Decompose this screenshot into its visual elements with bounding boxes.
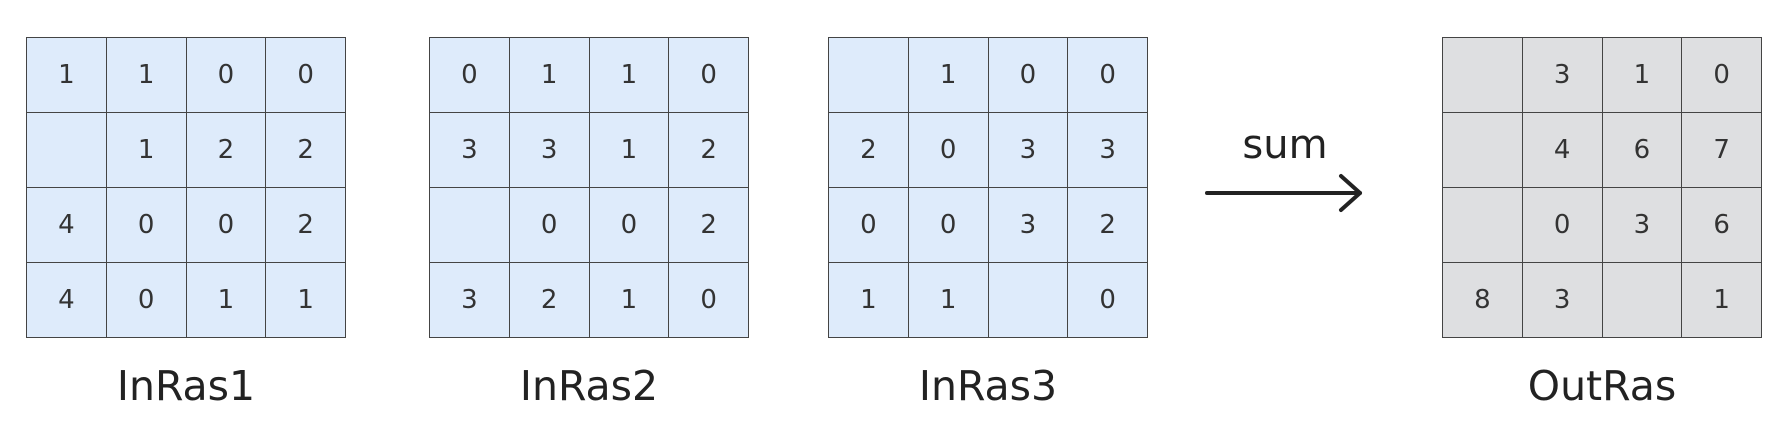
grid-cell: 0 bbox=[509, 188, 590, 263]
raster-inras2: 0 1 1 0 3 3 1 2 0 0 2 3 2 1 0 bbox=[429, 37, 749, 338]
grid-cell bbox=[430, 188, 510, 263]
grid-cell: 1 bbox=[509, 38, 590, 113]
grid-cell: 0 bbox=[589, 188, 670, 263]
grid-cell: 2 bbox=[1068, 188, 1148, 263]
grid-cell: 1 bbox=[908, 38, 989, 113]
raster-inras3: 1 0 0 2 0 3 3 0 0 3 2 1 1 0 bbox=[828, 37, 1148, 338]
grid-cell: 1 bbox=[1682, 263, 1762, 338]
grid-cell: 3 bbox=[1522, 38, 1603, 113]
grid-cell: 3 bbox=[988, 188, 1069, 263]
right-arrow-icon bbox=[1205, 174, 1362, 212]
raster-label-outras: OutRas bbox=[1527, 362, 1677, 410]
grid-cell: 1 bbox=[27, 38, 107, 113]
grid-cell: 0 bbox=[669, 38, 749, 113]
grid-cell: 2 bbox=[669, 188, 749, 263]
raster-grid: 1 0 0 2 0 3 3 0 0 3 2 1 1 0 bbox=[828, 37, 1148, 338]
grid-cell: 0 bbox=[186, 38, 267, 113]
grid-cell bbox=[1443, 38, 1523, 113]
grid-cell: 0 bbox=[106, 188, 187, 263]
grid-cell: 0 bbox=[1068, 38, 1148, 113]
grid-cell: 1 bbox=[589, 263, 670, 338]
grid-cell: 2 bbox=[266, 188, 346, 263]
raster-label-inras3: InRas3 bbox=[918, 362, 1058, 410]
raster-label-inras2: InRas2 bbox=[519, 362, 659, 410]
grid-cell: 0 bbox=[829, 188, 909, 263]
grid-cell bbox=[829, 38, 909, 113]
grid-cell: 3 bbox=[988, 113, 1069, 188]
grid-cell: 3 bbox=[1602, 188, 1683, 263]
raster-grid: 3 1 0 4 6 7 0 3 6 8 3 1 bbox=[1442, 37, 1762, 338]
raster-inras1: 1 1 0 0 1 2 2 4 0 0 2 4 0 1 1 bbox=[26, 37, 346, 338]
grid-cell: 4 bbox=[27, 188, 107, 263]
grid-cell: 3 bbox=[430, 113, 510, 188]
grid-cell bbox=[1443, 113, 1523, 188]
grid-cell: 2 bbox=[829, 113, 909, 188]
grid-cell: 0 bbox=[1682, 38, 1762, 113]
grid-cell: 1 bbox=[589, 38, 670, 113]
grid-cell: 1 bbox=[829, 263, 909, 338]
grid-cell: 1 bbox=[908, 263, 989, 338]
grid-cell: 7 bbox=[1682, 113, 1762, 188]
grid-cell: 1 bbox=[106, 113, 187, 188]
grid-cell: 3 bbox=[1068, 113, 1148, 188]
grid-cell: 0 bbox=[669, 263, 749, 338]
grid-cell: 0 bbox=[1068, 263, 1148, 338]
grid-cell: 4 bbox=[1522, 113, 1603, 188]
grid-cell: 2 bbox=[266, 113, 346, 188]
grid-cell: 2 bbox=[186, 113, 267, 188]
grid-cell: 4 bbox=[27, 263, 107, 338]
grid-cell bbox=[27, 113, 107, 188]
grid-cell: 1 bbox=[266, 263, 346, 338]
grid-cell: 1 bbox=[1602, 38, 1683, 113]
grid-cell bbox=[1602, 263, 1683, 338]
grid-cell: 0 bbox=[430, 38, 510, 113]
grid-cell: 0 bbox=[266, 38, 346, 113]
grid-cell: 1 bbox=[186, 263, 267, 338]
grid-cell: 0 bbox=[186, 188, 267, 263]
raster-outras: 3 1 0 4 6 7 0 3 6 8 3 1 bbox=[1442, 37, 1762, 338]
grid-cell: 8 bbox=[1443, 263, 1523, 338]
raster-grid: 0 1 1 0 3 3 1 2 0 0 2 3 2 1 0 bbox=[429, 37, 749, 338]
grid-cell: 1 bbox=[589, 113, 670, 188]
grid-cell bbox=[1443, 188, 1523, 263]
grid-cell: 3 bbox=[509, 113, 590, 188]
grid-cell: 0 bbox=[988, 38, 1069, 113]
grid-cell: 6 bbox=[1602, 113, 1683, 188]
operation-label: sum bbox=[1242, 122, 1328, 168]
raster-grid: 1 1 0 0 1 2 2 4 0 0 2 4 0 1 1 bbox=[26, 37, 346, 338]
grid-cell: 0 bbox=[908, 113, 989, 188]
grid-cell bbox=[988, 263, 1069, 338]
grid-cell: 3 bbox=[430, 263, 510, 338]
grid-cell: 6 bbox=[1682, 188, 1762, 263]
grid-cell: 1 bbox=[106, 38, 187, 113]
grid-cell: 2 bbox=[669, 113, 749, 188]
grid-cell: 0 bbox=[908, 188, 989, 263]
grid-cell: 3 bbox=[1522, 263, 1603, 338]
raster-label-inras1: InRas1 bbox=[116, 362, 256, 410]
grid-cell: 0 bbox=[106, 263, 187, 338]
grid-cell: 2 bbox=[509, 263, 590, 338]
grid-cell: 0 bbox=[1522, 188, 1603, 263]
